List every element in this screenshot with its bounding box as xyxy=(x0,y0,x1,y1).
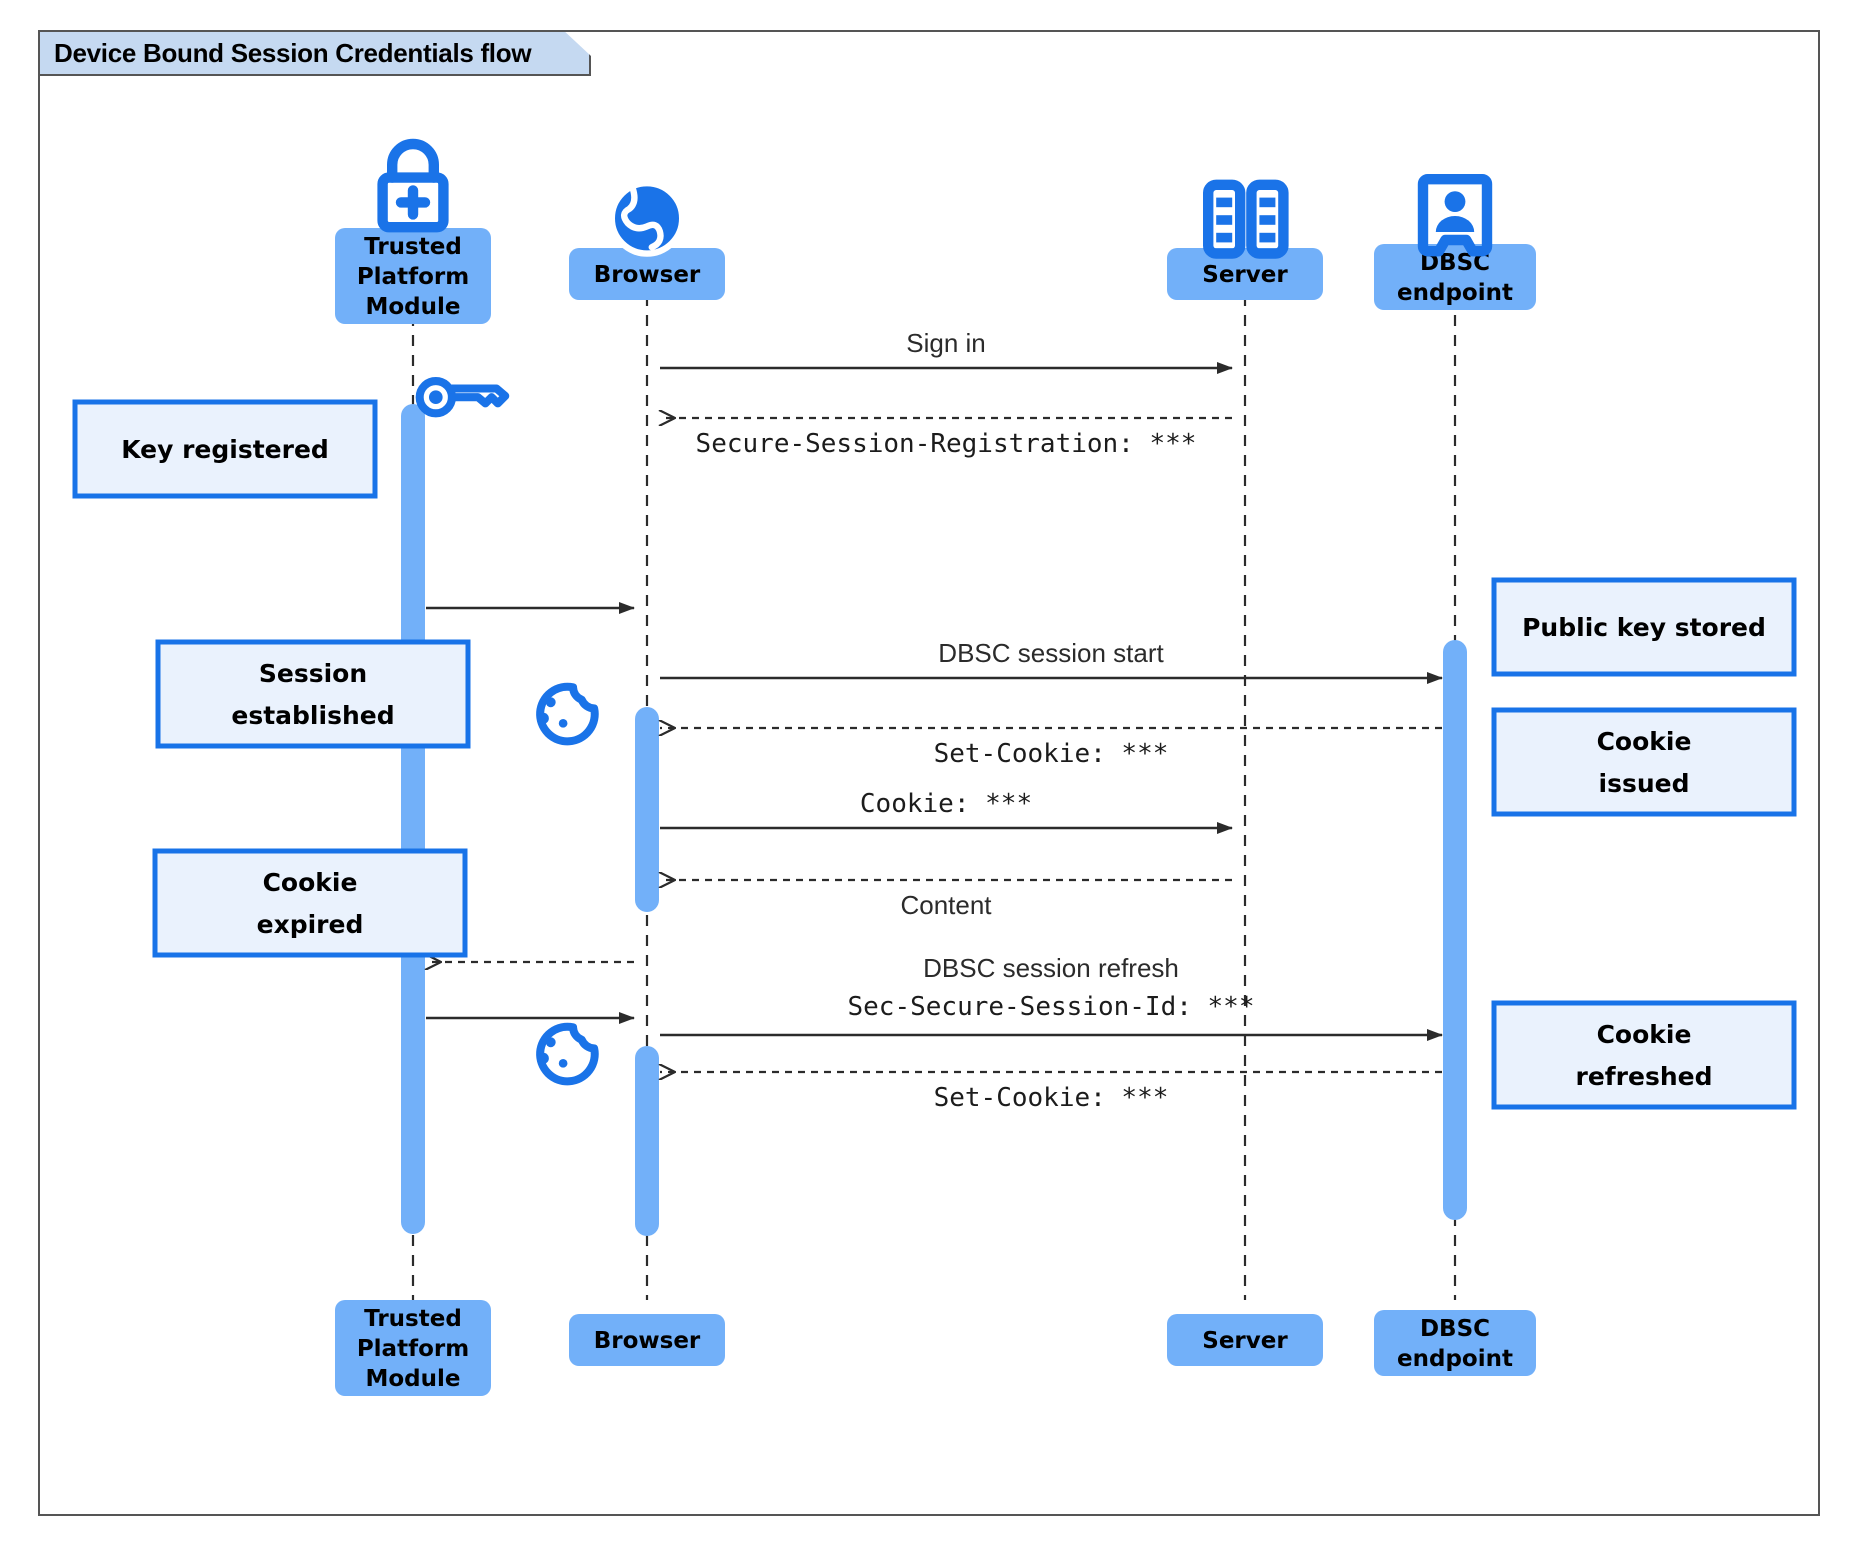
participant-label: Browser xyxy=(594,1328,701,1354)
participant-box[interactable] xyxy=(1374,1310,1536,1376)
note-box xyxy=(1491,707,1797,817)
message-m4: DBSC session start xyxy=(660,638,1443,684)
note-box xyxy=(72,399,378,499)
note-n1: Key registered xyxy=(72,399,378,499)
message-label: Cookie: *** xyxy=(860,789,1032,819)
participant-box[interactable] xyxy=(569,1314,725,1366)
participant-browser[interactable]: Browser xyxy=(569,1314,725,1366)
message-label: Content xyxy=(900,890,992,920)
participant-label: Module xyxy=(365,294,460,320)
participant-server[interactable]: Server xyxy=(1167,248,1323,300)
note-text: Key registered xyxy=(121,435,329,464)
frame-title: Device Bound Session Credentials flow xyxy=(40,32,591,76)
message-m6: Cookie: *** xyxy=(660,789,1233,834)
note-text: Cookie xyxy=(1597,1020,1692,1049)
message-m2: Secure-Session-Registration: *** xyxy=(660,418,1232,459)
cookie-icon xyxy=(536,1022,599,1086)
note-box xyxy=(1491,1000,1797,1110)
message-m10: DBSC session refreshSec-Secure-Session-I… xyxy=(660,953,1443,1041)
note-n2: Session established xyxy=(155,639,471,749)
activation-bar-browser xyxy=(635,707,659,912)
note-text: Public key stored xyxy=(1522,613,1766,642)
participant-label: Trusted xyxy=(364,1306,462,1332)
participant-dbsc[interactable]: DBSC endpoint xyxy=(1374,1310,1536,1376)
message-m7: Content xyxy=(660,880,1232,920)
note-n6: Cookie refreshed xyxy=(1491,1000,1797,1110)
note-text: expired xyxy=(257,910,364,939)
message-label: Sec-Secure-Session-Id: *** xyxy=(848,992,1255,1022)
note-box xyxy=(152,848,468,958)
participant-box[interactable] xyxy=(1167,248,1323,300)
message-label: DBSC session start xyxy=(938,638,1164,668)
note-text: refreshed xyxy=(1576,1062,1713,1091)
note-text: issued xyxy=(1599,769,1690,798)
message-m1: Sign in xyxy=(660,328,1233,374)
participant-box[interactable] xyxy=(1374,244,1536,310)
lock-plus-icon xyxy=(377,138,449,233)
note-text: established xyxy=(231,701,394,730)
key-icon xyxy=(415,377,510,418)
participant-label: Server xyxy=(1202,262,1288,288)
participant-box[interactable] xyxy=(1167,1314,1323,1366)
cookie-icon xyxy=(536,682,599,746)
note-box xyxy=(1491,577,1797,677)
participant-box[interactable] xyxy=(569,248,725,300)
participant-label: Browser xyxy=(594,262,701,288)
message-label: DBSC session refresh xyxy=(923,953,1179,983)
message-label: Set-Cookie: *** xyxy=(934,739,1169,769)
server-rack-icon xyxy=(1203,179,1289,259)
participant-server[interactable]: Server xyxy=(1167,1314,1323,1366)
note-text: Cookie xyxy=(1597,727,1692,756)
message-label: Secure-Session-Registration: *** xyxy=(696,429,1197,459)
message-m5: Set-Cookie: *** xyxy=(660,728,1442,769)
participant-box[interactable] xyxy=(335,228,491,324)
note-n4: Public key stored xyxy=(1491,577,1797,677)
participant-label: DBSC xyxy=(1420,1316,1490,1342)
participant-label: Server xyxy=(1202,1328,1288,1354)
participant-browser[interactable]: Browser xyxy=(569,248,725,300)
note-text: Cookie xyxy=(263,868,358,897)
note-n5: Cookie issued xyxy=(1491,707,1797,817)
activation-bar-browser xyxy=(635,1046,659,1236)
message-label: Sign in xyxy=(906,328,986,358)
note-text: Session xyxy=(259,659,367,688)
message-label: Set-Cookie: *** xyxy=(934,1083,1169,1113)
activation-bar-tpm xyxy=(401,404,425,1234)
participant-label: Platform xyxy=(357,264,469,290)
participant-label: Trusted xyxy=(364,234,462,260)
participant-label: endpoint xyxy=(1397,1346,1513,1372)
participant-box[interactable] xyxy=(335,1300,491,1396)
activation-bar-dbsc xyxy=(1443,640,1467,1220)
note-box xyxy=(155,639,471,749)
participant-label: Module xyxy=(365,1366,460,1392)
note-n3: Cookie expired xyxy=(152,848,468,958)
id-badge-icon xyxy=(1417,174,1493,257)
message-m11: Set-Cookie: *** xyxy=(660,1072,1442,1113)
participant-label: Platform xyxy=(357,1336,469,1362)
globe-icon xyxy=(608,180,686,257)
participant-label: endpoint xyxy=(1397,280,1513,306)
